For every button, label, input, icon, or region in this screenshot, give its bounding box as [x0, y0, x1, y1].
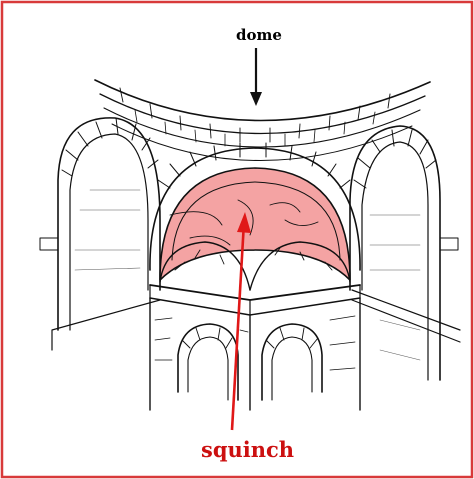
squinch-vault [150, 143, 360, 280]
right-arch [350, 126, 460, 380]
squinch-label: squinch [201, 437, 294, 462]
arrow-down-icon [250, 48, 262, 106]
dome-label: dome [236, 26, 282, 44]
left-arch [40, 118, 160, 350]
cornice [150, 285, 360, 315]
